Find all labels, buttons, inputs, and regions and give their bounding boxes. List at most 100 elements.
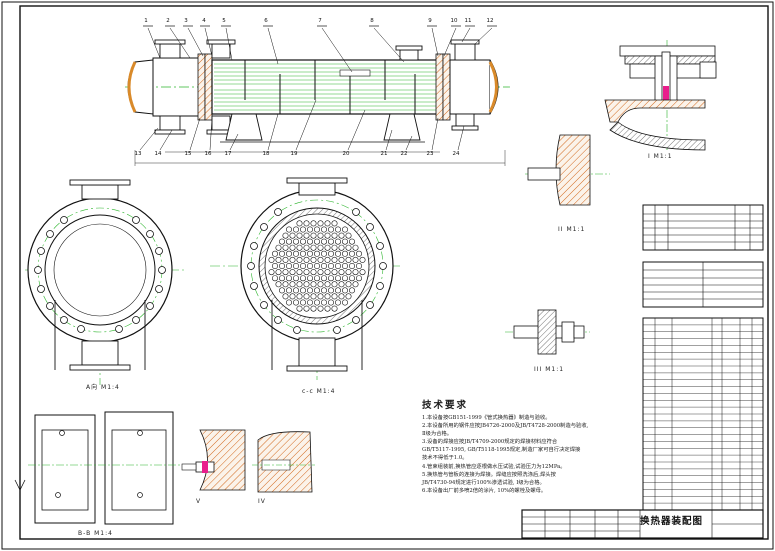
note-line: GB/T5117-1995, GB/T5118-1995规定,制造厂家可自行决定… xyxy=(422,447,581,454)
tube-hole xyxy=(292,287,299,294)
tube-hole xyxy=(345,269,352,276)
note-line: 2.本设备所用的钢件应按JB4726-2000及JB/T4728-2000制造与… xyxy=(422,423,589,430)
tube-hole xyxy=(285,275,292,282)
tube-hole xyxy=(355,250,362,257)
detail-ii-weld xyxy=(525,134,610,206)
tube-hole xyxy=(310,256,317,263)
note-line: 技术不得低于1.0。 xyxy=(422,455,468,462)
part-number: 3 xyxy=(184,18,188,24)
detail-iii-bolt xyxy=(505,309,590,355)
tube-hole xyxy=(303,269,310,276)
note-line: 6.本设备出厂前多喷2倍的涂片, 10%的螺栓及螺母。 xyxy=(422,487,547,494)
tube-hole xyxy=(331,244,338,251)
tube-hole xyxy=(359,256,366,263)
detail-iv-label: IV xyxy=(258,498,266,505)
tube-hole xyxy=(331,281,338,288)
tube-hole xyxy=(289,256,296,263)
part-number: 6 xyxy=(264,18,268,24)
tube-hole xyxy=(313,226,320,233)
tube-hole xyxy=(338,293,345,300)
tube-hole xyxy=(292,262,299,269)
parts-list-rows xyxy=(643,324,763,504)
part-number: 13 xyxy=(134,151,142,157)
detail-i-flange-bolt xyxy=(604,40,717,151)
tube-hole xyxy=(341,238,348,245)
tube-hole xyxy=(348,250,355,257)
tube-hole xyxy=(317,281,324,288)
part-number: 5 xyxy=(222,18,226,24)
part-number: 8 xyxy=(370,18,374,24)
section-cc-label: c-c M1:4 xyxy=(302,388,336,395)
tube-hole xyxy=(334,262,341,269)
part-number: 1 xyxy=(144,18,148,24)
part-number: 20 xyxy=(342,151,350,157)
note-line: 3.设备的焊接应按JB/T4709-2000规定的焊接材料应符合 xyxy=(422,439,558,446)
tube-hole xyxy=(313,287,320,294)
section-cc-tube-sheet xyxy=(210,177,400,380)
detail-iv-weld xyxy=(252,431,315,493)
note-line: Ⅱ级为合格。 xyxy=(422,431,453,438)
part-number: 19 xyxy=(290,151,298,157)
tube-hole xyxy=(334,287,341,294)
note-line: 5.换热管与管板的连接为焊接。焊缝应按照洗涤后,焊头按 xyxy=(422,471,556,478)
tube-hole xyxy=(268,256,275,263)
tube-hole xyxy=(289,232,296,239)
tube-hole xyxy=(320,238,327,245)
tube-hole xyxy=(324,232,331,239)
tube-hole xyxy=(327,250,334,257)
tube-hole xyxy=(341,275,348,282)
part-number: 22 xyxy=(400,151,408,157)
tube-hole xyxy=(345,256,352,263)
tube-hole xyxy=(324,269,331,276)
tube-hole xyxy=(352,281,359,288)
tube-hole xyxy=(285,250,292,257)
tube-hole xyxy=(299,299,306,306)
tube-hole xyxy=(310,244,317,251)
tube-hole xyxy=(303,281,310,288)
title-block xyxy=(521,509,764,539)
tube-hole xyxy=(292,275,299,282)
tube-hole xyxy=(317,256,324,263)
tube-hole xyxy=(282,256,289,263)
tube-hole xyxy=(303,256,310,263)
tube-hole xyxy=(313,250,320,257)
tube-hole xyxy=(296,220,303,227)
tube-hole xyxy=(289,269,296,276)
part-number: 10 xyxy=(450,18,458,24)
tube-hole xyxy=(306,299,313,306)
tube-hole xyxy=(275,256,282,263)
part-number: 23 xyxy=(426,151,434,157)
inner-border xyxy=(19,5,769,540)
tube-hole xyxy=(285,238,292,245)
tube-hole xyxy=(278,287,285,294)
tube-hole xyxy=(310,305,317,312)
tube-hole xyxy=(313,262,320,269)
tube-hole xyxy=(268,269,275,276)
tube-hole xyxy=(317,232,324,239)
tube-hole xyxy=(303,220,310,227)
design-data-table xyxy=(642,261,764,308)
tube-hole xyxy=(327,275,334,282)
tube-hole xyxy=(334,250,341,257)
part-number: 16 xyxy=(204,151,212,157)
tube-hole xyxy=(317,269,324,276)
tube-hole xyxy=(331,232,338,239)
tube-hole xyxy=(282,232,289,239)
tube-hole xyxy=(320,299,327,306)
tube-hole xyxy=(345,281,352,288)
tube-hole xyxy=(317,220,324,227)
part-number: 12 xyxy=(486,18,494,24)
tube-hole xyxy=(317,305,324,312)
tube-hole xyxy=(338,256,345,263)
tube-hole xyxy=(278,238,285,245)
tube-hole xyxy=(285,299,292,306)
tube-hole xyxy=(303,305,310,312)
tube-hole xyxy=(345,293,352,300)
tube-hole xyxy=(271,275,278,282)
tube-hole xyxy=(313,238,320,245)
tube-hole xyxy=(327,287,334,294)
drawing-title: 换热器装配图 xyxy=(640,516,704,527)
part-number: 17 xyxy=(224,151,232,157)
part-number: 7 xyxy=(318,18,322,24)
